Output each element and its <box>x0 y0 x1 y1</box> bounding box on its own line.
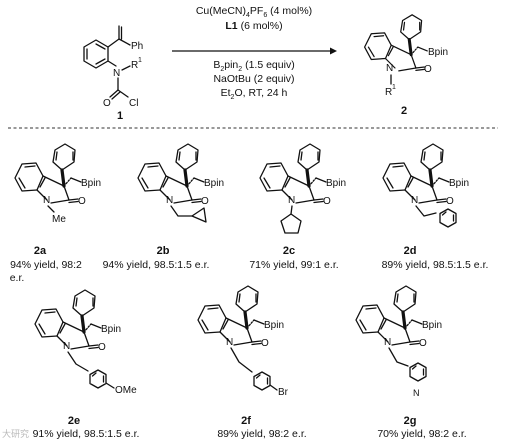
svg-text:N: N <box>411 195 418 206</box>
compound-id-2e: 2e <box>68 415 80 427</box>
product-r-label: R <box>385 87 392 98</box>
structure-2e: N O Bpin OMe <box>33 288 137 396</box>
compound-id-2b: 2b <box>157 245 170 257</box>
product-n-label: N <box>386 63 393 74</box>
svg-text:O: O <box>419 338 427 349</box>
svg-text:O: O <box>98 342 106 353</box>
ligand-text: L1 (6 mol%) <box>225 20 282 32</box>
sm-r-label: R <box>131 60 138 71</box>
compound-id-2d: 2d <box>404 245 417 257</box>
result-2b: 94% yield, 98.5:1.5 e.r. <box>103 259 210 271</box>
svg-text:Bpin: Bpin <box>422 320 442 331</box>
sm-r-sup: 1 <box>138 57 142 64</box>
svg-text:N: N <box>288 195 295 206</box>
structure-2f: N O Bpin Br <box>196 284 289 398</box>
product-compound-id: 2 <box>401 105 407 117</box>
boron-reagent-text: B2pin2 (1.5 equiv) <box>213 59 294 73</box>
product-bpin-label: Bpin <box>428 47 448 58</box>
compound-id-2a: 2a <box>34 245 47 257</box>
product-general: N O Bpin R 1 2 <box>363 13 448 117</box>
result-2d: 89% yield, 98.5:1.5 e.r. <box>382 259 489 271</box>
bromo-label: Br <box>278 387 289 398</box>
compound-id-2f: 2f <box>241 415 251 427</box>
result-2a-cont: e.r. <box>10 272 25 284</box>
svg-text:Bpin: Bpin <box>204 178 224 189</box>
sm-n-label: N <box>113 68 120 79</box>
result-2a: 94% yield, 98:2 <box>10 259 82 271</box>
svg-text:O: O <box>78 196 86 207</box>
svg-text:O: O <box>323 196 331 207</box>
structure-2d: N O Bpin <box>381 142 469 228</box>
svg-text:Bpin: Bpin <box>81 178 101 189</box>
svg-text:N: N <box>43 195 50 206</box>
structure-2g: N O Bpin N <box>354 284 442 398</box>
compound-id-2c: 2c <box>283 245 295 257</box>
base-text: NaOtBu (2 equiv) <box>213 73 294 85</box>
structure-2a: N O Bpin Me <box>13 142 101 225</box>
compound-id-2g: 2g <box>404 415 417 427</box>
svg-text:N: N <box>63 341 70 352</box>
sm-compound-id: 1 <box>117 110 123 122</box>
svg-text:N: N <box>166 195 173 206</box>
methyl-label: Me <box>52 214 66 225</box>
svg-text:O: O <box>261 338 269 349</box>
solvent-text: Et2O, RT, 24 h <box>221 87 288 101</box>
svg-text:O: O <box>446 196 454 207</box>
sm-cl-label: Cl <box>129 98 138 109</box>
structure-2b: N O Bpin <box>136 142 224 223</box>
watermark: 大研究 <box>2 430 30 440</box>
sm-o-label: O <box>103 98 111 109</box>
product-r-sup: 1 <box>392 84 396 91</box>
arrow-head <box>330 47 337 55</box>
result-2e: 91% yield, 98.5:1.5 e.r. <box>33 428 140 440</box>
pyridine-n-label: N <box>413 388 420 398</box>
svg-text:N: N <box>384 337 391 348</box>
result-2g: 70% yield, 98:2 e.r. <box>377 428 466 440</box>
catalyst-text: Cu(MeCN)4PF6 (4 mol%) <box>196 5 312 19</box>
svg-text:Bpin: Bpin <box>326 178 346 189</box>
svg-text:Bpin: Bpin <box>101 324 121 335</box>
starting-material: Ph N R 1 O Cl 1 <box>83 25 143 122</box>
svg-text:Bpin: Bpin <box>449 178 469 189</box>
svg-text:O: O <box>201 196 209 207</box>
sm-ph-label: Ph <box>131 41 143 52</box>
result-2c: 71% yield, 99:1 e.r. <box>249 259 338 271</box>
svg-text:Bpin: Bpin <box>264 320 284 331</box>
product-o-label: O <box>424 64 432 75</box>
structure-2c: N O Bpin <box>258 142 346 234</box>
svg-text:N: N <box>226 337 233 348</box>
methoxy-label: OMe <box>115 385 137 396</box>
result-2f: 89% yield, 98:2 e.r. <box>217 428 306 440</box>
